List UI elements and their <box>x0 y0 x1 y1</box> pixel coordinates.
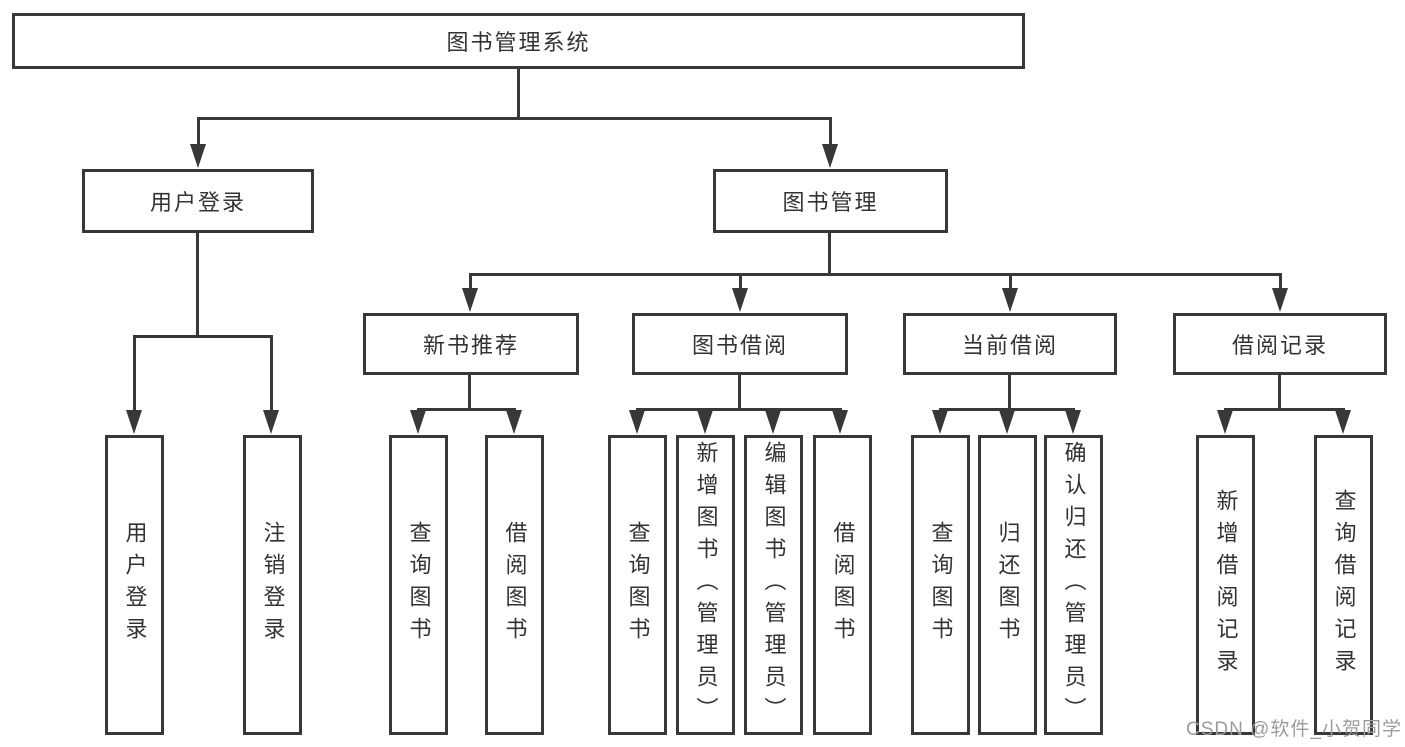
connector-book-mgmt-stem <box>828 233 831 275</box>
arrow-down-icon <box>506 410 522 434</box>
csdn-watermark: CSDN @软件_小贺同学 <box>1186 719 1402 740</box>
arrow-down-icon <box>822 144 838 168</box>
arrow-down-icon <box>1002 288 1018 312</box>
node-root-system: 图书管理系统 <box>12 13 1025 69</box>
arrow-down-icon <box>732 288 748 312</box>
connector-arrow-shaft-new-book <box>469 273 472 293</box>
connector-root-stem <box>517 69 520 117</box>
connector-book-borrow-hline <box>636 408 842 411</box>
arrow-down-icon <box>1065 410 1081 434</box>
connector-user-login-hline <box>133 335 273 338</box>
arrow-down-icon <box>190 144 206 168</box>
arrow-down-icon <box>126 410 142 434</box>
arrow-down-icon <box>1335 410 1351 434</box>
leaf-borrow-books-recommend: 借阅图书 <box>485 435 544 735</box>
connector-root-hline <box>197 117 831 120</box>
connector-borrow-records-stem <box>1278 375 1281 410</box>
arrow-down-icon <box>999 410 1015 434</box>
leaf-query-books-recommend: 查询图书 <box>389 435 448 735</box>
node-user-login-group: 用户登录 <box>82 169 314 233</box>
arrow-down-icon <box>765 410 781 434</box>
connector-current-borrow-stem <box>1008 375 1011 410</box>
connector-user-login-stem <box>196 233 199 338</box>
leaf-query-books-borrow: 查询图书 <box>608 435 667 735</box>
node-book-borrow: 图书借阅 <box>632 313 848 375</box>
arrow-down-icon <box>697 410 713 434</box>
node-borrow-records: 借阅记录 <box>1173 313 1387 375</box>
connector-book-borrow-stem <box>738 374 741 410</box>
leaf-return-books: 归还图书 <box>978 435 1037 735</box>
arrow-down-icon <box>1272 288 1288 312</box>
leaf-user-login: 用户登录 <box>105 435 164 735</box>
connector-arrow-shaft-user-login <box>133 335 136 413</box>
connector-new-book-stem <box>468 375 471 410</box>
leaf-edit-books-admin: 编辑图书（管理员） <box>744 435 803 735</box>
node-new-book-recommend: 新书推荐 <box>363 313 579 375</box>
connector-new-book-hline <box>417 408 516 411</box>
arrow-down-icon <box>932 410 948 434</box>
arrow-down-icon <box>629 410 645 434</box>
connector-arrow-shaft-book-borrow <box>739 273 742 293</box>
arrow-down-icon <box>263 410 279 434</box>
connector-arrow-shaft-current-borrow <box>1009 273 1012 293</box>
connector-arrow-shaft-user-login-group <box>197 117 200 147</box>
arrow-down-icon <box>832 410 848 434</box>
node-book-management-group: 图书管理 <box>713 169 948 233</box>
leaf-logout-login: 注销登录 <box>243 435 302 735</box>
arrow-down-icon <box>410 410 426 434</box>
leaf-borrow-books-borrow: 借阅图书 <box>813 435 872 735</box>
leaf-add-borrow-record: 新增借阅记录 <box>1196 435 1255 735</box>
connector-arrow-shaft-book-mgmt-group <box>829 117 832 147</box>
leaf-confirm-return-admin: 确认归还（管理员） <box>1044 435 1103 735</box>
connector-arrow-shaft-logout <box>270 335 273 413</box>
connector-level3-hline <box>469 273 1281 276</box>
arrow-down-icon <box>1217 410 1233 434</box>
node-current-borrow: 当前借阅 <box>903 313 1117 375</box>
leaf-query-books-current: 查询图书 <box>911 435 970 735</box>
arrow-down-icon <box>462 288 478 312</box>
leaf-add-books-admin: 新增图书（管理员） <box>676 435 735 735</box>
leaf-query-borrow-record: 查询借阅记录 <box>1314 435 1373 735</box>
connector-arrow-shaft-borrow-records <box>1279 273 1282 293</box>
connector-borrow-records-hline <box>1224 408 1345 411</box>
